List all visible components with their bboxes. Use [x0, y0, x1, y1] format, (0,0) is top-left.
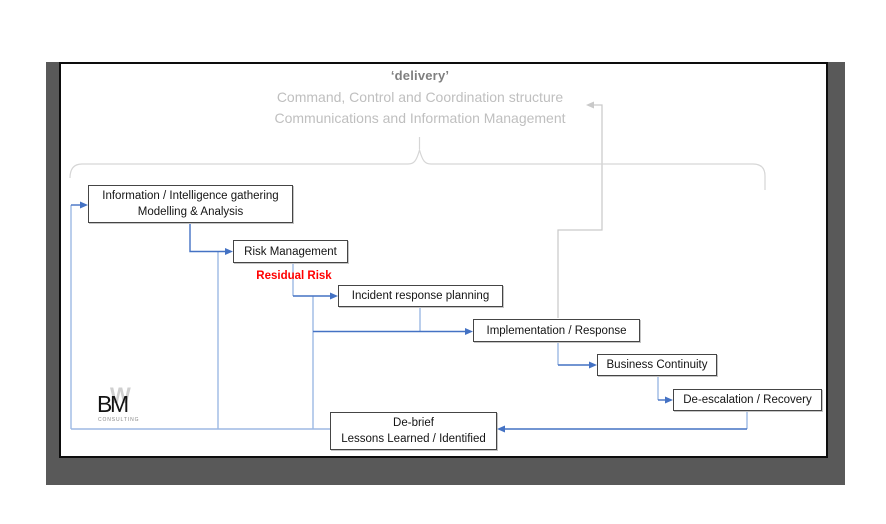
arrowhead-deescalation-icon	[665, 396, 673, 404]
logo-caption: CONSULTING	[98, 417, 140, 423]
logo-letter-m: M	[110, 391, 129, 417]
elbow-info-to-risk	[189, 224, 226, 253]
flow-box-deescalation-recovery: De-escalation / Recovery	[673, 389, 822, 411]
flow-box-label: Modelling & Analysis	[137, 206, 244, 218]
logo-letter-w: W	[110, 383, 131, 408]
title-delivery: ‘delivery’	[390, 68, 450, 83]
flow-box-implementation-response: Implementation / Response	[473, 319, 640, 342]
flow-box-label: Information / Intelligence gathering	[102, 190, 279, 202]
flow-box-information-gathering: Information / Intelligence gathering Mod…	[88, 185, 293, 223]
brace-under-title	[69, 147, 766, 190]
bm-consulting-logo: W B M CONSULTING	[97, 383, 157, 431]
subtitle-command-control: Command, Control and Coordination struct…	[276, 89, 564, 105]
arrowhead-title-left-icon	[586, 101, 594, 109]
arrowhead-incident-icon	[330, 292, 338, 300]
subtitle-communications: Communications and Information Managemen…	[274, 110, 566, 126]
flow-box-business-continuity: Business Continuity	[597, 354, 717, 376]
flow-box-label: Incident response planning	[351, 290, 490, 302]
logo-letter-b: B	[97, 391, 113, 417]
arrowhead-implementation-icon	[465, 328, 473, 335]
flow-box-incident-response: Incident response planning	[338, 285, 503, 307]
residual-risk-label: Residual Risk	[256, 270, 332, 282]
arrowhead-risk-icon	[225, 248, 233, 255]
flow-box-debrief: De-brief Lessons Learned / Identified	[330, 412, 497, 450]
flow-box-label: Risk Management	[244, 245, 337, 258]
flow-box-label: De-escalation / Recovery	[683, 394, 812, 406]
feedback-line-to-title	[557, 104, 603, 318]
arrowhead-continuity-icon	[589, 361, 597, 369]
slide-header: ‘delivery’ Command, Control and Coordina…	[230, 68, 610, 129]
flow-box-label: Implementation / Response	[486, 324, 627, 337]
flow-box-label: De-brief	[393, 417, 434, 429]
arrowhead-info-icon	[80, 201, 88, 209]
flow-box-label: Lessons Learned / Identified	[341, 433, 486, 445]
flow-box-label: Business Continuity	[606, 359, 708, 371]
flow-box-risk-management: Risk Management	[233, 240, 348, 263]
arrowhead-debrief-icon	[497, 425, 505, 433]
